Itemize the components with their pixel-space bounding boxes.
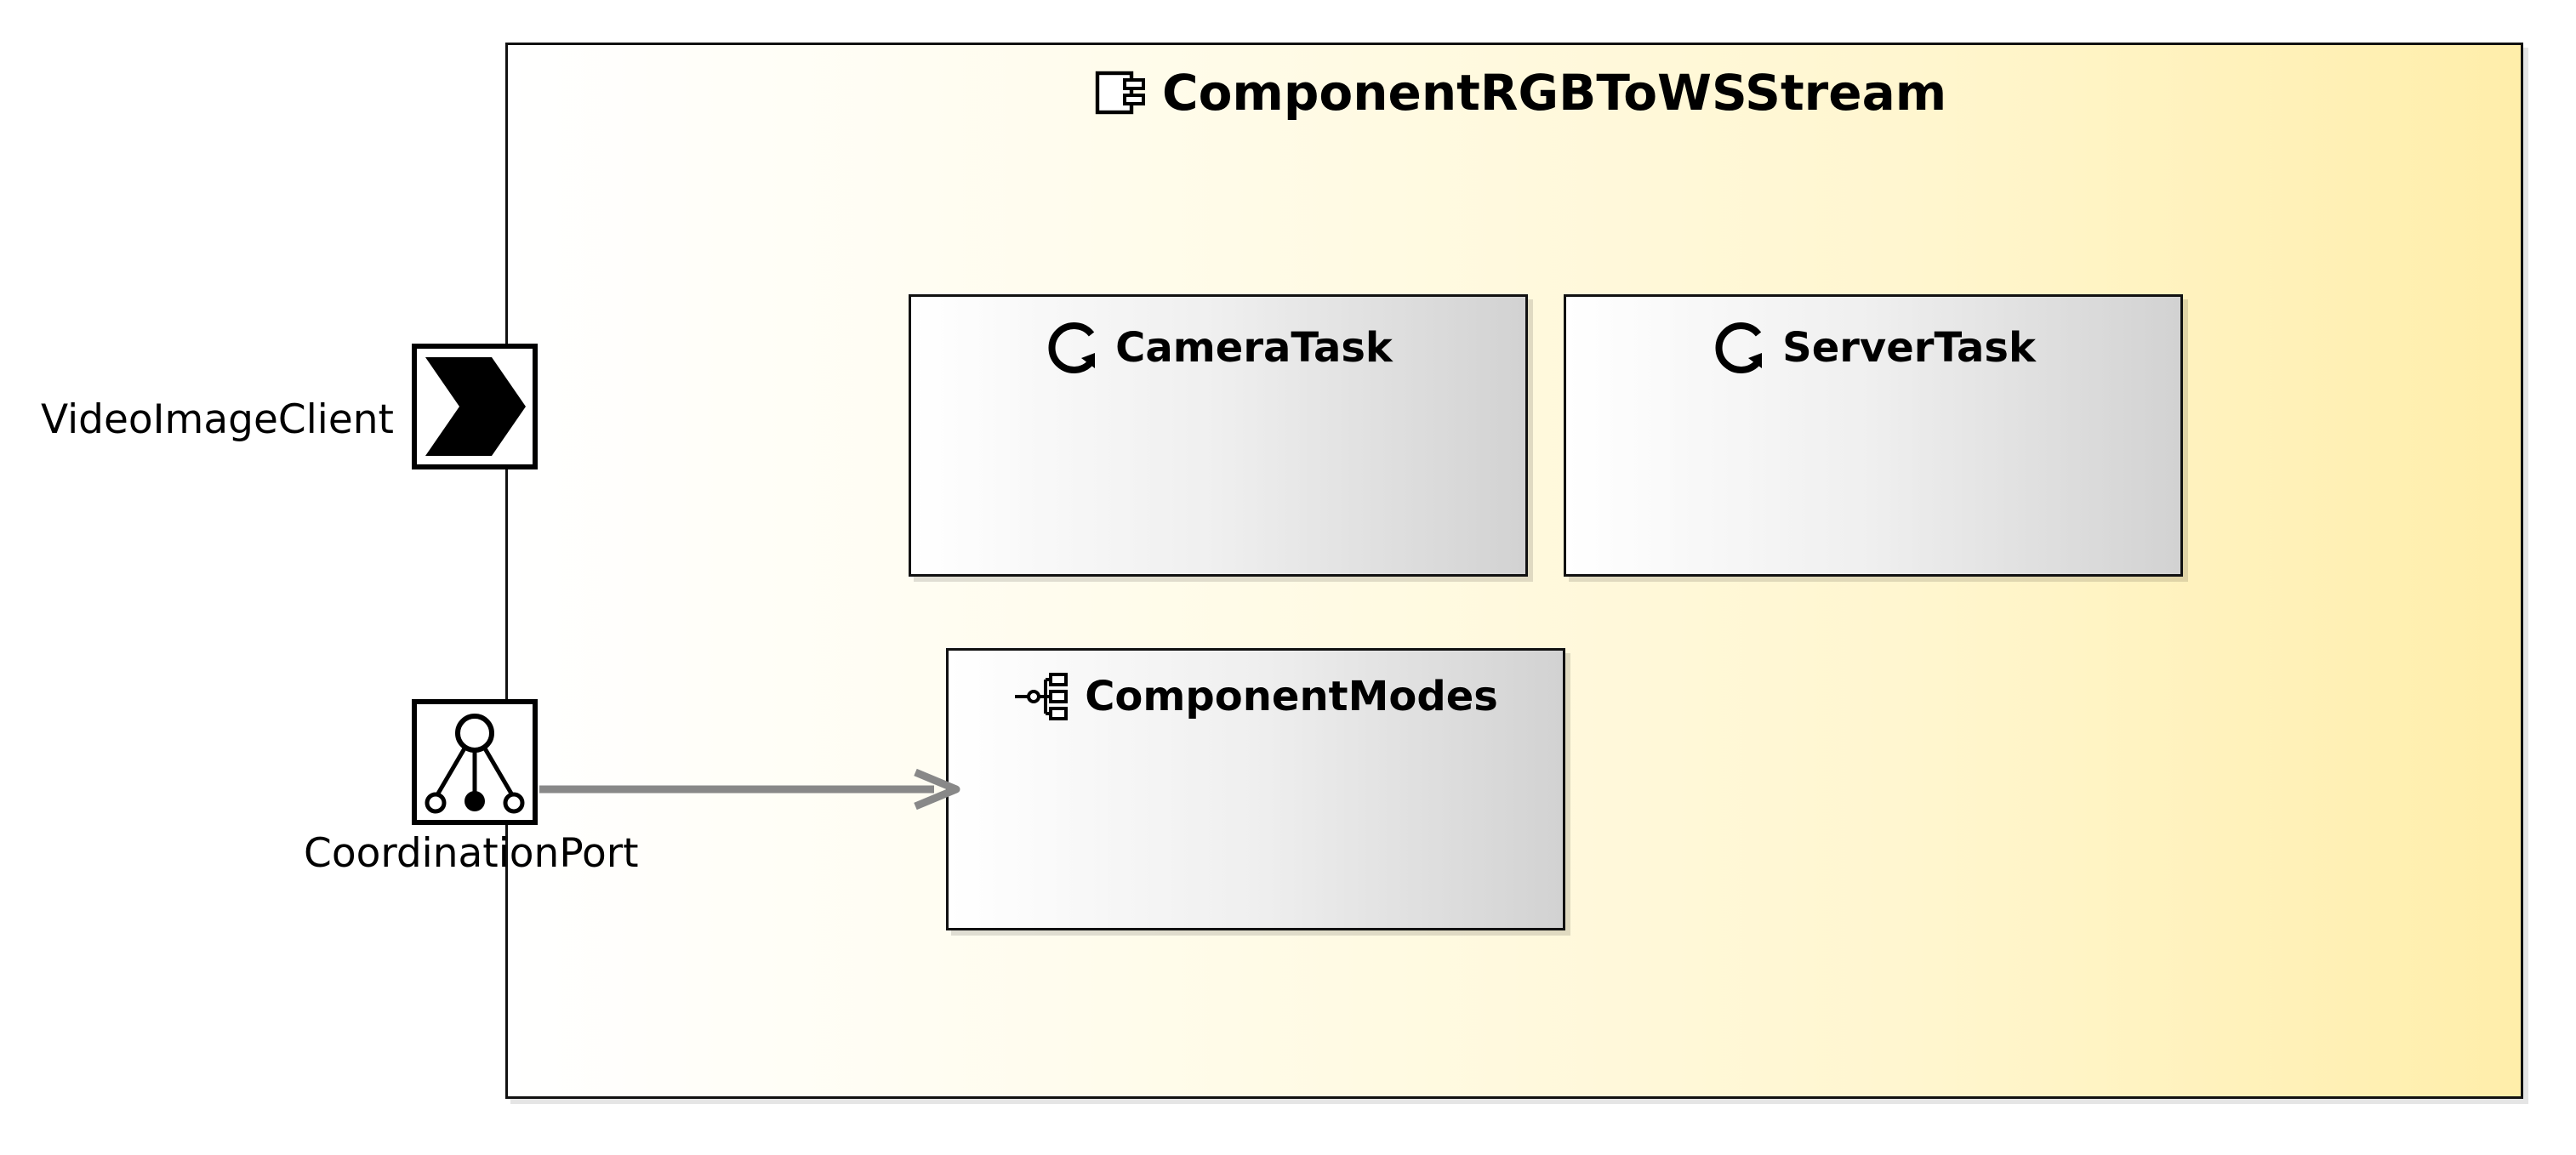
component-modes-label: ComponentModes — [1085, 673, 1498, 720]
component-icon — [1095, 71, 1145, 115]
component-title-text: ComponentRGBToWSStream — [1162, 64, 1947, 122]
cyclic-task-icon — [1048, 322, 1096, 373]
component-modes-title: ComponentModes — [949, 671, 1563, 722]
server-task-title: ServerTask — [1566, 317, 2180, 378]
camera-task-label: CameraTask — [1115, 324, 1393, 372]
camera-task-title: CameraTask — [911, 317, 1525, 378]
camera-task-box[interactable]: CameraTask — [909, 294, 1528, 577]
server-task-label: ServerTask — [1782, 324, 2036, 372]
mode-tree-icon — [1015, 673, 1069, 720]
cyclic-task-icon — [1715, 322, 1763, 373]
component-title: ComponentRGBToWSStream — [1094, 63, 1946, 122]
coordination-port-label: CoordinationPort — [304, 830, 639, 877]
video-image-client-label: VideoImageClient — [41, 396, 394, 443]
coordination-port-icon — [425, 714, 525, 814]
client-port-icon — [425, 357, 526, 456]
coordination-port[interactable] — [412, 699, 538, 825]
component-modes-box[interactable]: ComponentModes — [946, 648, 1565, 930]
server-task-box[interactable]: ServerTask — [1564, 294, 2183, 577]
video-image-client-port[interactable] — [412, 344, 538, 469]
